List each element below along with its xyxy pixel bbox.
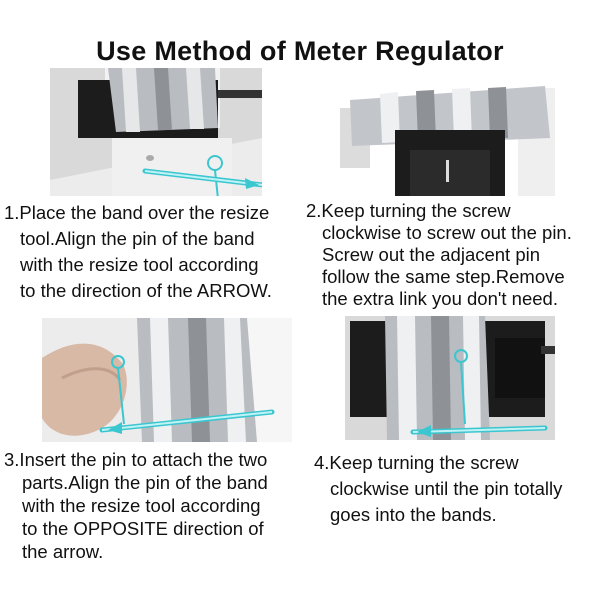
step-4-line: clockwise until the pin totally: [330, 478, 563, 499]
step-2-text: 2.Keep turning the screw clockwise to sc…: [306, 200, 598, 310]
step-1-line: with the resize tool according: [20, 254, 259, 275]
step-3-line: with the resize tool according: [22, 495, 261, 516]
step-2-photo: [340, 68, 555, 196]
step-2-line: the extra link you don't need.: [322, 288, 558, 309]
step-3-line: parts.Align the pin of the band: [22, 472, 268, 493]
step-3-illustration: [42, 318, 292, 442]
arrow-left-icon: [108, 422, 122, 434]
step-4-photo: [345, 316, 555, 440]
step-1-line: to the direction of the ARROW.: [20, 280, 272, 301]
step-3-line: 3.Insert the pin to attach the two: [4, 449, 268, 470]
step-2-line: Screw out the adjacent pin: [322, 244, 541, 265]
step-4-line: goes into the bands.: [330, 504, 497, 525]
arrow-right-icon: [245, 178, 259, 189]
step-3-line: to the OPPOSITE direction of: [22, 518, 264, 539]
step-4-line: 4.Keep turning the screw: [314, 452, 519, 473]
arrow-left-icon: [417, 425, 431, 437]
page-title: Use Method of Meter Regulator: [96, 36, 504, 66]
step-1-line: tool.Align the pin of the band: [20, 228, 255, 249]
step-2-illustration: [340, 68, 555, 196]
step-4-text: 4.Keep turning the screw clockwise until…: [314, 450, 598, 528]
step-2-line: 2.Keep turning the screw: [306, 200, 511, 221]
hand: [42, 343, 127, 436]
step-1-illustration: [50, 68, 262, 196]
step-1-line: 1.Place the band over the resize: [4, 202, 270, 223]
step-3-line: the arrow.: [22, 541, 104, 562]
step-3-photo: [42, 318, 292, 442]
step-2-line: follow the same step.Remove: [322, 266, 565, 287]
step-2-line: clockwise to screw out the pin.: [322, 222, 572, 243]
step-4-illustration: [345, 316, 555, 440]
step-1-photo: [50, 68, 262, 196]
step-1-text: 1.Place the band over the resize tool.Al…: [4, 200, 300, 304]
step-3-text: 3.Insert the pin to attach the two parts…: [4, 448, 300, 563]
